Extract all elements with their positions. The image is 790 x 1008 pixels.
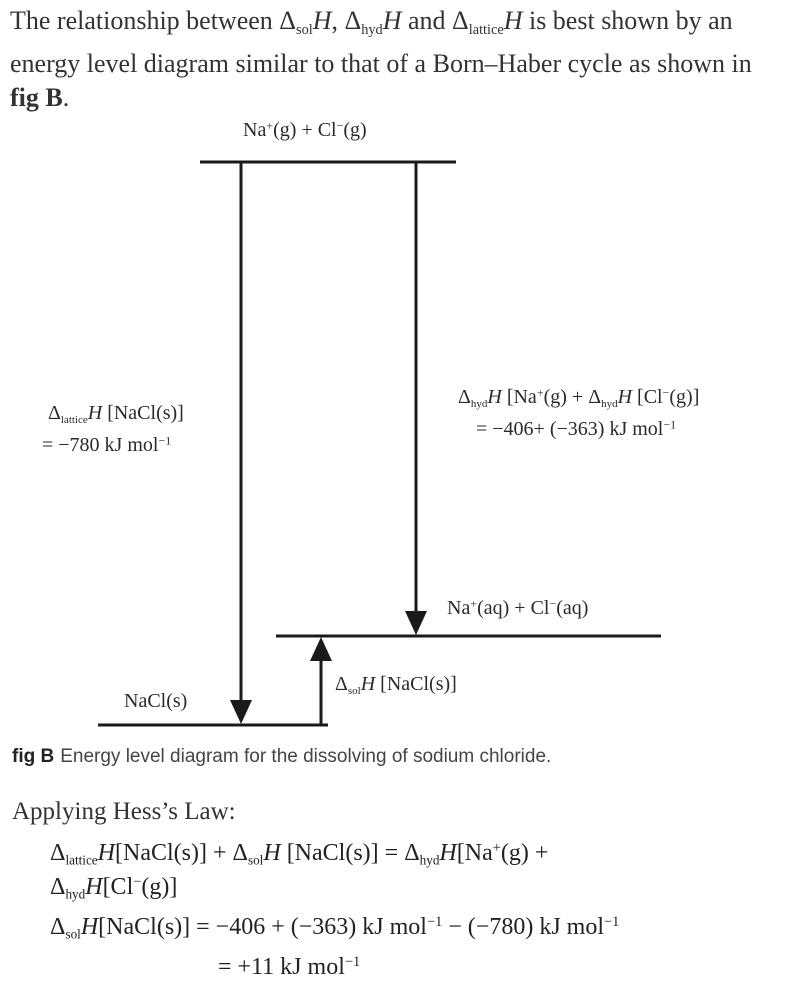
hess-equation-line-2: ΔhydH[Cl−(g)] — [50, 874, 177, 903]
species-text: [NaCl(s)] — [102, 402, 184, 424]
subscript-hyd: hyd — [601, 397, 618, 410]
delta-symbol: Δ — [335, 673, 348, 695]
caption-label: fig B — [12, 746, 55, 767]
subscript-hyd: hyd — [470, 397, 488, 410]
delta-symbol: Δ — [404, 840, 420, 866]
figure-reference: fig B — [10, 83, 63, 112]
subscript-hyd: hyd — [419, 852, 440, 868]
solution-arrow-head — [310, 637, 332, 661]
charge: + — [536, 385, 544, 400]
delta-symbol: Δ — [50, 874, 66, 900]
equation-text: − (−780) kJ mol — [442, 914, 604, 940]
species-text: (g) + — [543, 386, 589, 408]
delta-symbol: Δ — [48, 402, 61, 424]
enthalpy-symbol: H — [87, 402, 103, 424]
subscript-lattice: lattice — [65, 852, 98, 868]
subscript-sol: sol — [65, 926, 81, 942]
hess-equation-line-3: ΔsolH[NaCl(s)] = −406 + (−363) kJ mol−1 … — [50, 914, 619, 943]
value-text: = −406+ (−363) kJ mol — [476, 418, 664, 440]
enthalpy-symbol: H — [487, 386, 502, 408]
hydration-arrow-head — [405, 611, 427, 635]
label-solid-nacl: NaCl(s) — [124, 690, 188, 712]
equation-text: = +11 kJ mol — [218, 954, 345, 980]
equation-text: (g)] — [141, 874, 178, 900]
delta-symbol: Δ — [588, 386, 602, 408]
solution-enthalpy-label: ΔsolH [NaCl(s)] — [335, 673, 457, 697]
delta-symbol: Δ — [50, 914, 66, 940]
charge: − — [662, 385, 670, 400]
equation-text: [NaCl(s)] + — [115, 840, 233, 866]
intro-text: is best shown by an energy level diagram… — [10, 6, 752, 78]
unit-exponent: −1 — [158, 433, 172, 448]
unit-exponent: −1 — [663, 417, 677, 432]
species-text: [Cl — [632, 386, 663, 408]
species-text: (aq) + Cl — [477, 597, 550, 619]
hess-heading: Applying Hess’s Law: — [12, 798, 236, 825]
delta-symbol: Δ — [50, 840, 66, 866]
equation-text: [NaCl(s)] = — [280, 840, 405, 866]
subscript-lattice: lattice — [468, 22, 504, 38]
unit-exponent: −1 — [604, 914, 620, 931]
lattice-enthalpy-value: = −780 kJ mol−1 — [42, 434, 171, 457]
intro-text: The relationship between — [10, 6, 280, 35]
intro-text: and — [401, 6, 453, 35]
intro-paragraph: The relationship between ΔsolH, ΔhydH an… — [10, 4, 785, 115]
hess-equation-result: = +11 kJ mol−1 — [218, 954, 360, 981]
subscript-sol: sol — [347, 684, 361, 697]
species-text: (g)] — [669, 386, 700, 408]
enthalpy-symbol: H — [312, 6, 332, 35]
intro-text: . — [62, 83, 70, 112]
enthalpy-symbol: H — [97, 840, 115, 866]
subscript-hyd: hyd — [65, 886, 86, 902]
enthalpy-symbol: H — [439, 840, 457, 866]
lattice-arrow-head — [230, 700, 252, 724]
species-text: [Na — [501, 386, 537, 408]
subscript-lattice: lattice — [60, 413, 88, 426]
species-text: (g) + Cl — [273, 119, 337, 141]
enthalpy-symbol: H — [85, 874, 103, 900]
species-text: (aq) — [556, 597, 589, 619]
enthalpy-symbol: H — [263, 840, 281, 866]
label-gaseous-ions: Na+(g) + Cl−(g) — [243, 119, 367, 142]
label-aqueous-ions: Na+(aq) + Cl−(aq) — [447, 597, 588, 620]
unit-exponent: −1 — [426, 914, 443, 931]
delta-symbol: Δ — [452, 6, 469, 35]
caption-text: Energy level diagram for the dissolving … — [60, 746, 552, 767]
species-text: (g) — [343, 119, 367, 141]
delta-symbol: Δ — [279, 6, 297, 35]
charge: − — [133, 874, 142, 891]
lattice-enthalpy-label: ΔlatticeH [NaCl(s)] — [48, 402, 184, 426]
charge: − — [336, 118, 344, 133]
hess-equation-line-1: ΔlatticeH[NaCl(s)] + ΔsolH [NaCl(s)] = Δ… — [50, 840, 548, 869]
charge: + — [470, 596, 478, 611]
charge: − — [549, 596, 557, 611]
species-na: Na — [243, 119, 267, 141]
equation-text: [Na — [456, 840, 493, 866]
separator: , — [331, 6, 345, 35]
charge: + — [266, 118, 274, 133]
unit-exponent: −1 — [344, 954, 361, 971]
equation-text: [Cl — [102, 874, 134, 900]
delta-symbol: Δ — [344, 6, 362, 35]
hydration-enthalpy-label: ΔhydH [Na+(g) + ΔhydH [Cl−(g)] — [458, 386, 699, 410]
enthalpy-symbol: H — [80, 914, 99, 940]
species-text: [NaCl(s)] — [375, 673, 457, 695]
subscript-hyd: hyd — [361, 22, 383, 38]
species-na: Na — [447, 597, 471, 619]
value-text: = −780 kJ mol — [42, 434, 159, 456]
delta-symbol: Δ — [458, 386, 471, 408]
equation-text: (g) + — [500, 840, 549, 866]
enthalpy-symbol: H — [503, 6, 523, 35]
enthalpy-symbol: H — [382, 6, 402, 35]
enthalpy-symbol: H — [617, 386, 633, 408]
subscript-sol: sol — [296, 22, 313, 38]
hydration-enthalpy-value: = −406+ (−363) kJ mol−1 — [476, 418, 676, 441]
enthalpy-symbol: H — [360, 673, 376, 695]
equation-text: [NaCl(s)] = −406 + (−363) kJ mol — [98, 914, 427, 940]
delta-symbol: Δ — [232, 840, 248, 866]
charge: + — [492, 840, 501, 857]
subscript-sol: sol — [247, 852, 264, 868]
